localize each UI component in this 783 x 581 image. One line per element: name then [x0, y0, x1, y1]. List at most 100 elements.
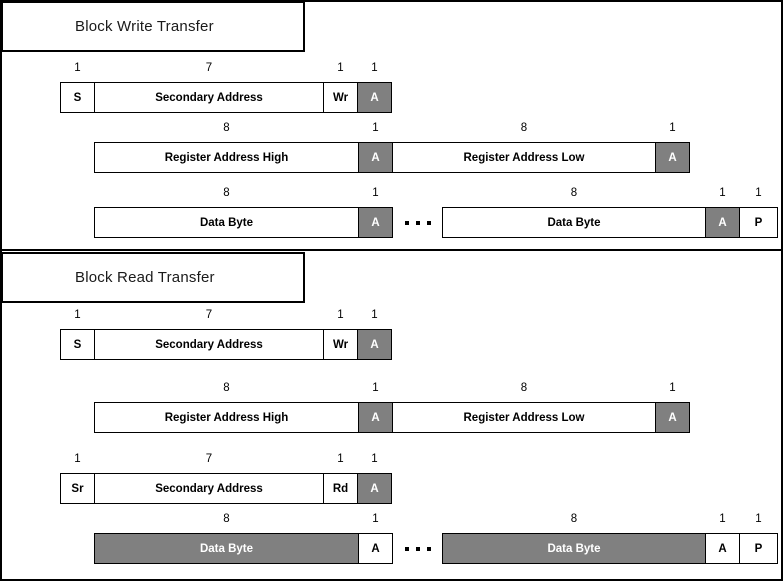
- bit-width-label: 1: [755, 187, 762, 199]
- frame-field-label: Data Byte: [547, 216, 601, 229]
- bit-width-label: 1: [372, 187, 379, 199]
- frame-field-label: Data Byte: [199, 216, 254, 229]
- frame-field-label: A: [371, 216, 380, 229]
- frame-field-label: A: [668, 151, 677, 164]
- bit-width-label: 1: [337, 453, 344, 465]
- bit-width-label: 8: [520, 382, 528, 394]
- frame-field-label: P: [754, 216, 763, 229]
- frame-field-label: S: [73, 338, 82, 351]
- frame-field-label: Register Address Low: [463, 151, 585, 164]
- frame-field-label: Register Address High: [164, 411, 289, 424]
- repeat-ellipsis: [402, 533, 434, 564]
- bit-width-label: 7: [205, 309, 213, 321]
- frame-field-label: Secondary Address: [155, 482, 263, 495]
- bit-width-label: 7: [205, 62, 213, 74]
- ellipsis-dot: [416, 220, 420, 225]
- bit-width-label: 8: [223, 382, 230, 394]
- section-title-box-block-write: Block Write Transfer: [2, 2, 305, 52]
- ellipsis-dot: [427, 220, 431, 225]
- bit-width-label: 1: [337, 62, 344, 74]
- bit-width-label: 8: [223, 513, 230, 525]
- frame-field-label: Sr: [71, 482, 84, 495]
- frame-field-label: A: [370, 482, 379, 495]
- ellipsis-dot: [416, 546, 420, 551]
- frame-field-label: A: [668, 411, 677, 424]
- frame-field-label: Rd: [332, 482, 349, 495]
- frame-field-label: S: [73, 91, 82, 104]
- bit-width-label: 1: [74, 309, 81, 321]
- bit-width-label: 8: [570, 513, 578, 525]
- frame-field-label: A: [718, 216, 727, 229]
- section-divider-0: [2, 249, 781, 251]
- ellipsis-dot: [405, 220, 409, 225]
- frame-field-label: A: [370, 91, 379, 104]
- frame-field-label: Secondary Address: [155, 338, 263, 351]
- frame-field-label: A: [371, 411, 380, 424]
- bit-width-label: 7: [205, 453, 213, 465]
- section-title-block-write: Block Write Transfer: [75, 18, 214, 35]
- frame-field-label: Wr: [332, 338, 349, 351]
- ellipsis-dot: [427, 546, 431, 551]
- frame-field-label: Register Address High: [164, 151, 289, 164]
- bit-width-label: 8: [223, 122, 230, 134]
- frame-field-label: A: [371, 151, 380, 164]
- bit-width-label: 1: [372, 122, 379, 134]
- bit-width-label: 1: [719, 187, 726, 199]
- bit-width-label: 1: [372, 382, 379, 394]
- section-title-box-block-read: Block Read Transfer: [2, 252, 305, 303]
- frame-field-label: Wr: [332, 91, 349, 104]
- frame-field-label: A: [718, 542, 727, 555]
- bit-width-label: 1: [669, 382, 676, 394]
- bit-width-label: 8: [223, 187, 230, 199]
- bit-width-label: 1: [372, 513, 379, 525]
- ellipsis-dot: [405, 546, 409, 551]
- bit-width-label: 1: [371, 453, 378, 465]
- bit-width-label: 1: [719, 513, 726, 525]
- bit-width-label: 1: [337, 309, 344, 321]
- bit-width-label: 1: [74, 62, 81, 74]
- frame-field-label: P: [754, 542, 763, 555]
- frame-field-label: Register Address Low: [463, 411, 585, 424]
- section-title-block-read: Block Read Transfer: [75, 269, 215, 286]
- bit-width-label: 1: [755, 513, 762, 525]
- bit-width-label: 1: [74, 453, 81, 465]
- frame-field-label: Secondary Address: [155, 91, 263, 104]
- frame-field-label: A: [371, 542, 380, 555]
- repeat-ellipsis: [402, 207, 434, 238]
- bit-width-label: 1: [371, 62, 378, 74]
